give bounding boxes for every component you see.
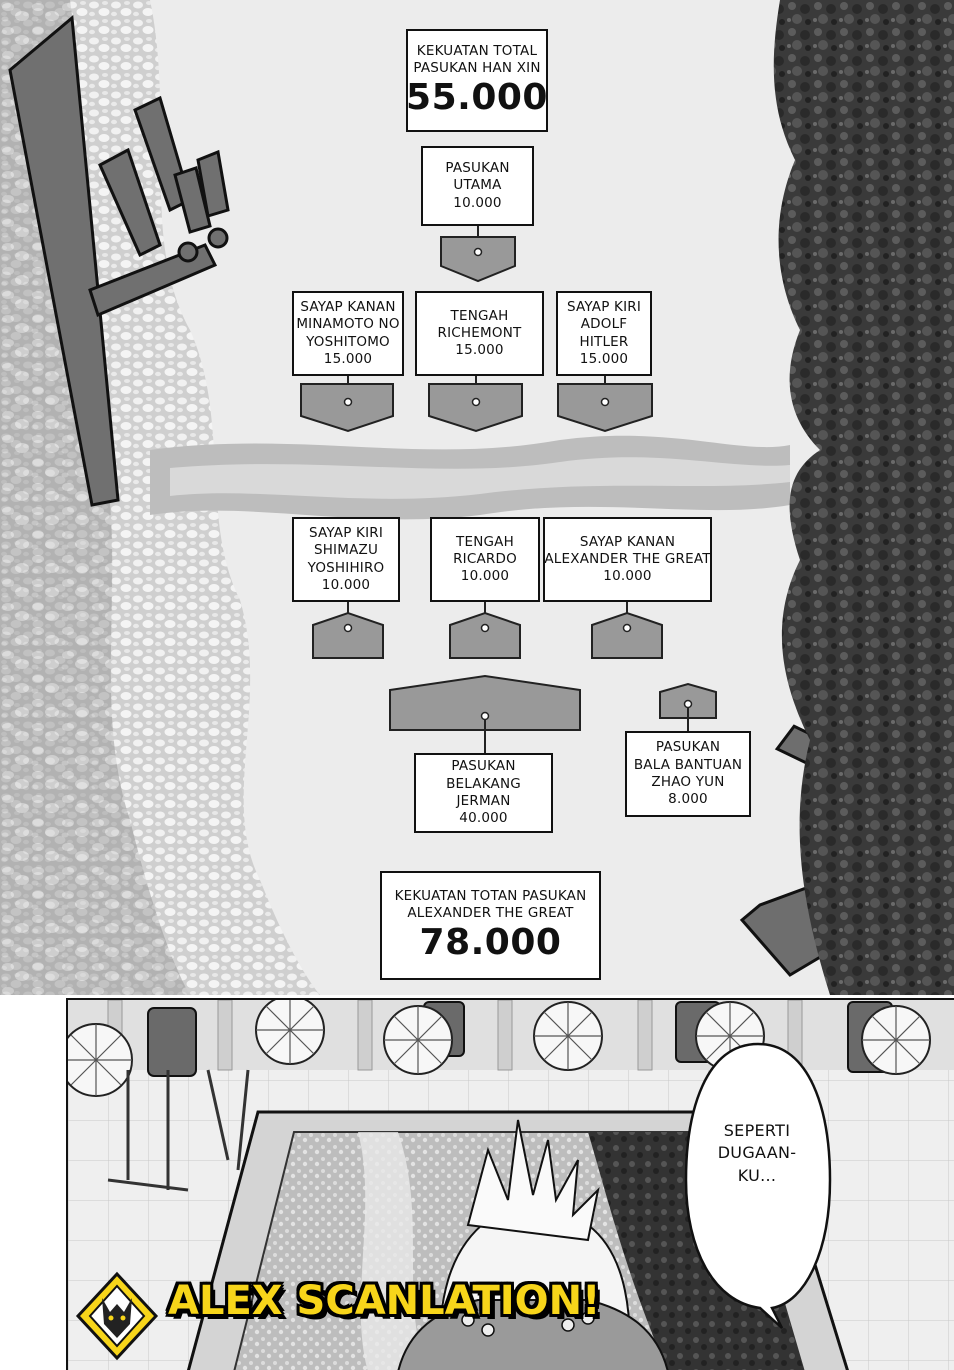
han-xin-left-wing-label: SAYAP KIRI ADOLF HITLER 15.000	[556, 291, 652, 376]
label-line: 40.000	[459, 810, 508, 827]
label-line: YOSHIHIRO	[307, 559, 385, 576]
speech-line: DUGAAN-	[717, 1143, 797, 1163]
alexander-center-marker	[449, 611, 521, 659]
label-line: SAYAP KIRI	[566, 298, 642, 315]
label-line: ZHAO YUN	[651, 774, 725, 790]
label-line: RICARDO	[453, 550, 517, 567]
label-line: 15.000	[323, 350, 373, 367]
alexander-total-title-2: ALEXANDER THE GREAT	[407, 904, 574, 921]
alexander-rear-label: PASUKAN BELAKANG JERMAN 40.000	[414, 753, 553, 833]
alexander-left-wing-label: SAYAP KIRI SHIMAZU YOSHIHIRO 10.000	[292, 517, 400, 602]
alexander-total-label: KEKUATAN TOTAN PASUKAN ALEXANDER THE GRE…	[380, 871, 601, 980]
label-line: 15.000	[455, 342, 504, 359]
label-line: SAYAP KIRI	[308, 524, 384, 541]
alexander-left-wing-marker	[312, 611, 384, 659]
label-line: 10.000	[603, 568, 652, 585]
han-xin-left-wing-marker	[557, 383, 653, 433]
label-line: ADOLF	[580, 316, 628, 333]
alexander-total-title-1: KEKUATAN TOTAN PASUKAN	[394, 887, 587, 904]
alexander-center-label: TENGAH RICARDO 10.000	[430, 517, 540, 602]
han-xin-main-label: PASUKAN UTAMA 10.000	[421, 146, 534, 226]
label-line: BALA BANTUAN	[633, 756, 743, 773]
label-line: HITLER	[579, 333, 629, 350]
speech-bubble-text: SEPERTI DUGAAN- KU...	[692, 1120, 822, 1187]
han-xin-total-title-2: PASUKAN HAN XIN	[413, 59, 541, 76]
han-xin-right-wing-marker	[300, 383, 394, 433]
label-line: RICHEMONT	[437, 324, 522, 341]
label-line: 10.000	[321, 576, 371, 593]
alexander-rear-marker	[389, 674, 581, 731]
speech-bubble	[684, 1042, 832, 1329]
label-line: 10.000	[460, 568, 510, 585]
wolf-logo-icon	[75, 1271, 159, 1361]
label-line: SHIMAZU	[313, 542, 379, 559]
character-alexander	[397, 1119, 669, 1370]
alexander-total-value: 78.000	[419, 922, 562, 964]
label-line: ALEXANDER THE GREAT	[544, 550, 711, 567]
label-line: TENGAH	[450, 307, 509, 324]
label-line: MINAMOTO NO	[296, 316, 400, 333]
alexander-right-wing-marker	[591, 611, 663, 659]
formation-panel: KEKUATAN TOTAL PASUKAN HAN XIN 55.000 PA…	[0, 0, 954, 995]
han-xin-main-marker	[440, 236, 516, 283]
speech-line: KU...	[737, 1165, 777, 1185]
label-line: YOSHITOMO	[306, 333, 390, 350]
han-xin-right-wing-label: SAYAP KANAN MINAMOTO NO YOSHITOMO 15.000	[292, 291, 404, 376]
han-xin-total-title-1: KEKUATAN TOTAL	[416, 42, 538, 59]
scanlation-watermark: ALEX SCANLATION!	[168, 1278, 601, 1324]
alexander-reinforcement-label: PASUKAN BALA BANTUAN ZHAO YUN 8.000	[625, 731, 751, 817]
sound-effect	[8, 15, 230, 507]
label-line: PASUKAN	[445, 160, 510, 177]
unit-markers	[300, 226, 717, 753]
han-xin-center-label: TENGAH RICHEMONT 15.000	[415, 291, 544, 376]
han-xin-total-label: KEKUATAN TOTAL PASUKAN HAN XIN 55.000	[406, 29, 548, 132]
han-xin-total-value: 55.000	[406, 77, 548, 119]
label-line: 15.000	[579, 350, 629, 367]
label-line: SAYAP KANAN	[300, 298, 396, 315]
alexander-right-wing-label: SAYAP KANAN ALEXANDER THE GREAT 10.000	[543, 517, 712, 602]
label-line: BELAKANG	[446, 775, 521, 792]
label-line: SAYAP KANAN	[579, 533, 676, 550]
han-xin-center-marker	[428, 383, 523, 433]
label-line: JERMAN	[456, 793, 511, 809]
forest-background	[773, 0, 954, 995]
label-line: UTAMA	[453, 177, 502, 194]
label-line: 8.000	[668, 791, 708, 808]
label-line: TENGAH	[456, 533, 514, 550]
speech-line: SEPERTI	[723, 1121, 791, 1140]
label-line: PASUKAN	[655, 739, 721, 756]
label-line: 10.000	[453, 194, 502, 211]
label-line: PASUKAN	[451, 758, 516, 775]
